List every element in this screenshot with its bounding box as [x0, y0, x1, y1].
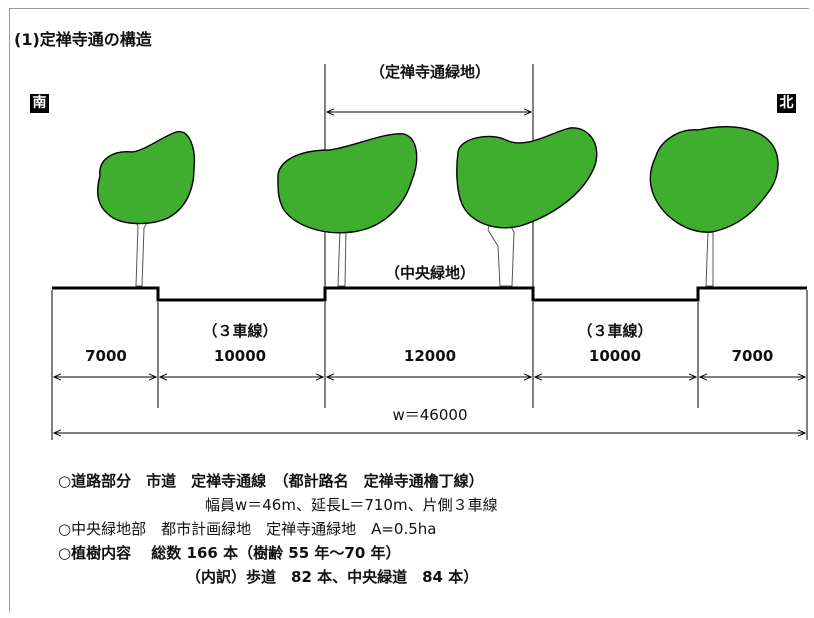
frame-left-border	[9, 8, 10, 612]
lanes-left-label: （３車線）	[202, 322, 278, 340]
dimension-sidewalk-north: 7000	[731, 347, 774, 365]
note-green-section: ○中央緑地部 都市計画緑地 定禅寺通緑地 A=0.5ha	[58, 520, 437, 538]
tree-1	[96, 130, 196, 287]
central-green-label: （中央緑地）	[384, 264, 475, 282]
lanes-right-label: （３車線）	[577, 322, 653, 340]
note-tree-breakdown: （内訳）歩道 82 本、中央緑道 84 本）	[186, 568, 479, 586]
frame-top-border	[9, 8, 809, 9]
dimension-extension-lines	[51, 290, 808, 440]
north-label: 北	[777, 94, 796, 113]
section-title: (1)定禅寺通の構造	[14, 30, 152, 49]
road-profile	[52, 286, 807, 302]
dimension-lanes-south: 10000	[213, 347, 267, 365]
dimension-sidewalk-south: 7000	[85, 347, 127, 365]
note-trees: ○植樹内容 総数 166 本（樹齢 55 年〜70 年）	[58, 544, 401, 562]
greenway-label: （定禅寺通緑地）	[369, 63, 490, 81]
dimension-central-green: 12000	[403, 347, 457, 365]
total-width-label: w＝46000	[392, 406, 468, 424]
tree-3	[456, 127, 598, 287]
note-road-size: 幅員w＝46m、延長L＝710m、片側３車線	[205, 496, 498, 514]
dimension-lanes-north: 10000	[588, 347, 642, 365]
tree-2	[277, 133, 418, 287]
note-road-section: ○道路部分 市道 定禅寺通線 （都計路名 定禅寺通櫓丁線）	[58, 472, 484, 490]
tree-4	[649, 126, 779, 287]
south-label: 南	[30, 94, 49, 113]
